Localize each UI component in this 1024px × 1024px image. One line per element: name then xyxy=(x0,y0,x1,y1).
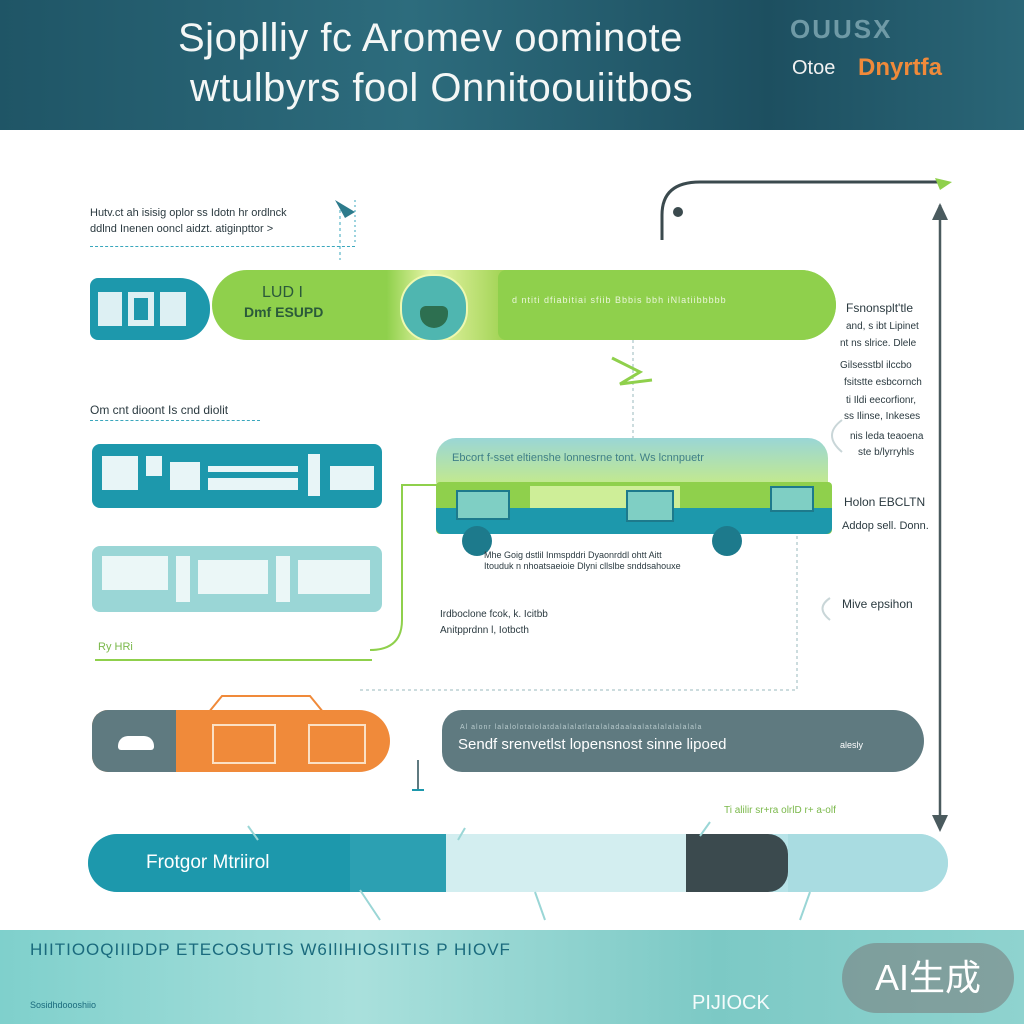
right-low-note: Mive epsihon xyxy=(842,597,913,611)
top-note-divider xyxy=(90,246,355,247)
bus-banner-text: Ebcort f-sset eltienshe lonnesrne tont. … xyxy=(452,452,704,464)
header-title-line-2: wtulbyrs fool Onnitoouiitbos xyxy=(190,66,694,110)
mid-note: Om cnt dioont Is cnd diolit xyxy=(90,403,229,417)
arrow-down-icon xyxy=(932,815,948,832)
right-note-4: fsitstte esbcornch xyxy=(844,377,922,388)
arrow-up-icon xyxy=(932,203,948,220)
right-note-8: ste b/lyrryhls xyxy=(858,447,915,458)
footer-small-right: PIJIOCK xyxy=(692,992,770,1014)
right-note-1: and, s ibt Lipinet xyxy=(846,321,919,332)
lightning-icon xyxy=(611,356,653,386)
slate-pill-text: Sendf srenvetlst lopensnost sinne lipoed xyxy=(458,736,727,753)
top-pill-label-2: Dmf ESUPD xyxy=(244,304,324,320)
swirl-icon-2 xyxy=(821,597,831,621)
top-pill-right-panel: d ntiti dfiabitiai sfiib Bbbis bbh iNlat… xyxy=(498,270,836,340)
slate-info-pill: Al alonr lalalolotalolatdalalalatlatalal… xyxy=(442,710,924,772)
bottom-progress-bar: Frotgor Mtriirol xyxy=(88,834,948,892)
small-green-label: Ry HRi xyxy=(98,641,133,653)
building-block-2 xyxy=(92,546,382,612)
mid-note-divider xyxy=(90,420,260,421)
car-outline-icon xyxy=(203,695,329,719)
top-green-pill: LUD I Dmf ESUPD d ntiti dfiabitiai sfiib… xyxy=(212,270,836,340)
right-note-title: Fsnonsplt'tle xyxy=(846,301,913,315)
bus-roof: Ebcort f-sset eltienshe lonnesrne tont. … xyxy=(436,438,828,486)
top-pill-label-1: LUD I xyxy=(262,284,303,301)
slate-pill-side: alesly xyxy=(840,740,864,750)
header-ghost-text: OUUSX xyxy=(790,14,893,44)
orange-vehicle-bar xyxy=(92,710,390,772)
bus-body xyxy=(436,482,832,534)
car-icon-box xyxy=(92,710,176,772)
progress-dark-segment xyxy=(686,834,788,892)
building-block-1 xyxy=(92,444,382,508)
bus-caption-2: Itouduk n nhoatsaeioie Dlyni cllslbe snd… xyxy=(484,561,681,571)
right-note-7: nis leda teaoena xyxy=(850,431,924,442)
right-mid-note-2: Addop sell. Donn. xyxy=(842,520,929,532)
slate-pill-strip: Al alonr lalalolotalolatdalalalatlatalal… xyxy=(460,724,703,731)
lower-note-2: Anitpprdnn l, Iotbcth xyxy=(440,625,529,636)
top-pill-right-text: d ntiti dfiabitiai sfiib Bbbis bbh iNlat… xyxy=(512,295,727,305)
pin-icon xyxy=(335,200,355,218)
right-note-6: ss Ilinse, Inkeses xyxy=(844,411,921,422)
top-pill-emblem xyxy=(400,274,468,340)
lower-note-1: Irdboclone fcok, k. Icitbb xyxy=(440,609,548,620)
footer-small-left: Sosidhdoooshiio xyxy=(30,1000,97,1010)
bus-wheel-right xyxy=(712,526,742,556)
right-note-5: ti Ildi eecorfionr, xyxy=(846,395,917,406)
right-note-2: nt ns slrice. Dlele xyxy=(840,338,917,349)
footer-text: HIITIOOQIIIDDP ETECOSUTIS W6IlIHIOSIITIS… xyxy=(30,940,511,959)
right-note-3: Gilsesstbl ilccbo xyxy=(840,360,912,371)
header-title-line-1: Sjoplliy fc Aromev oominote xyxy=(178,16,683,60)
top-note-line-2: ddlnd Inenen ooncl aidzt. atiginpttor > xyxy=(90,223,274,235)
progress-teal-segment: Frotgor Mtriirol xyxy=(88,834,350,892)
swirl-icon xyxy=(831,419,843,453)
top-note-line-1: Hutv.ct ah isisig oplor ss Idotn hr ordl… xyxy=(90,207,287,219)
flag-icon xyxy=(935,178,952,190)
top-building-box xyxy=(90,278,210,340)
bus-caption-1: Mhe Goig dstlil Inmspddri Dyaonrddl ohtt… xyxy=(484,550,662,560)
progress-top-label: Ti alilir sr+ra olrlD r+ a-olf xyxy=(724,805,836,816)
header-brand: Dnyrtfa xyxy=(858,54,943,81)
bus-wheel-left xyxy=(462,526,492,556)
header-small-text: Otoe xyxy=(792,57,836,79)
progress-label: Frotgor Mtriirol xyxy=(146,852,270,873)
header-banner: Sjoplliy fc Aromev oominote wtulbyrs foo… xyxy=(0,0,1024,130)
ai-generated-watermark: AI生成 xyxy=(842,943,1014,1013)
right-mid-note-1: Holon EBCLTN xyxy=(844,495,926,509)
